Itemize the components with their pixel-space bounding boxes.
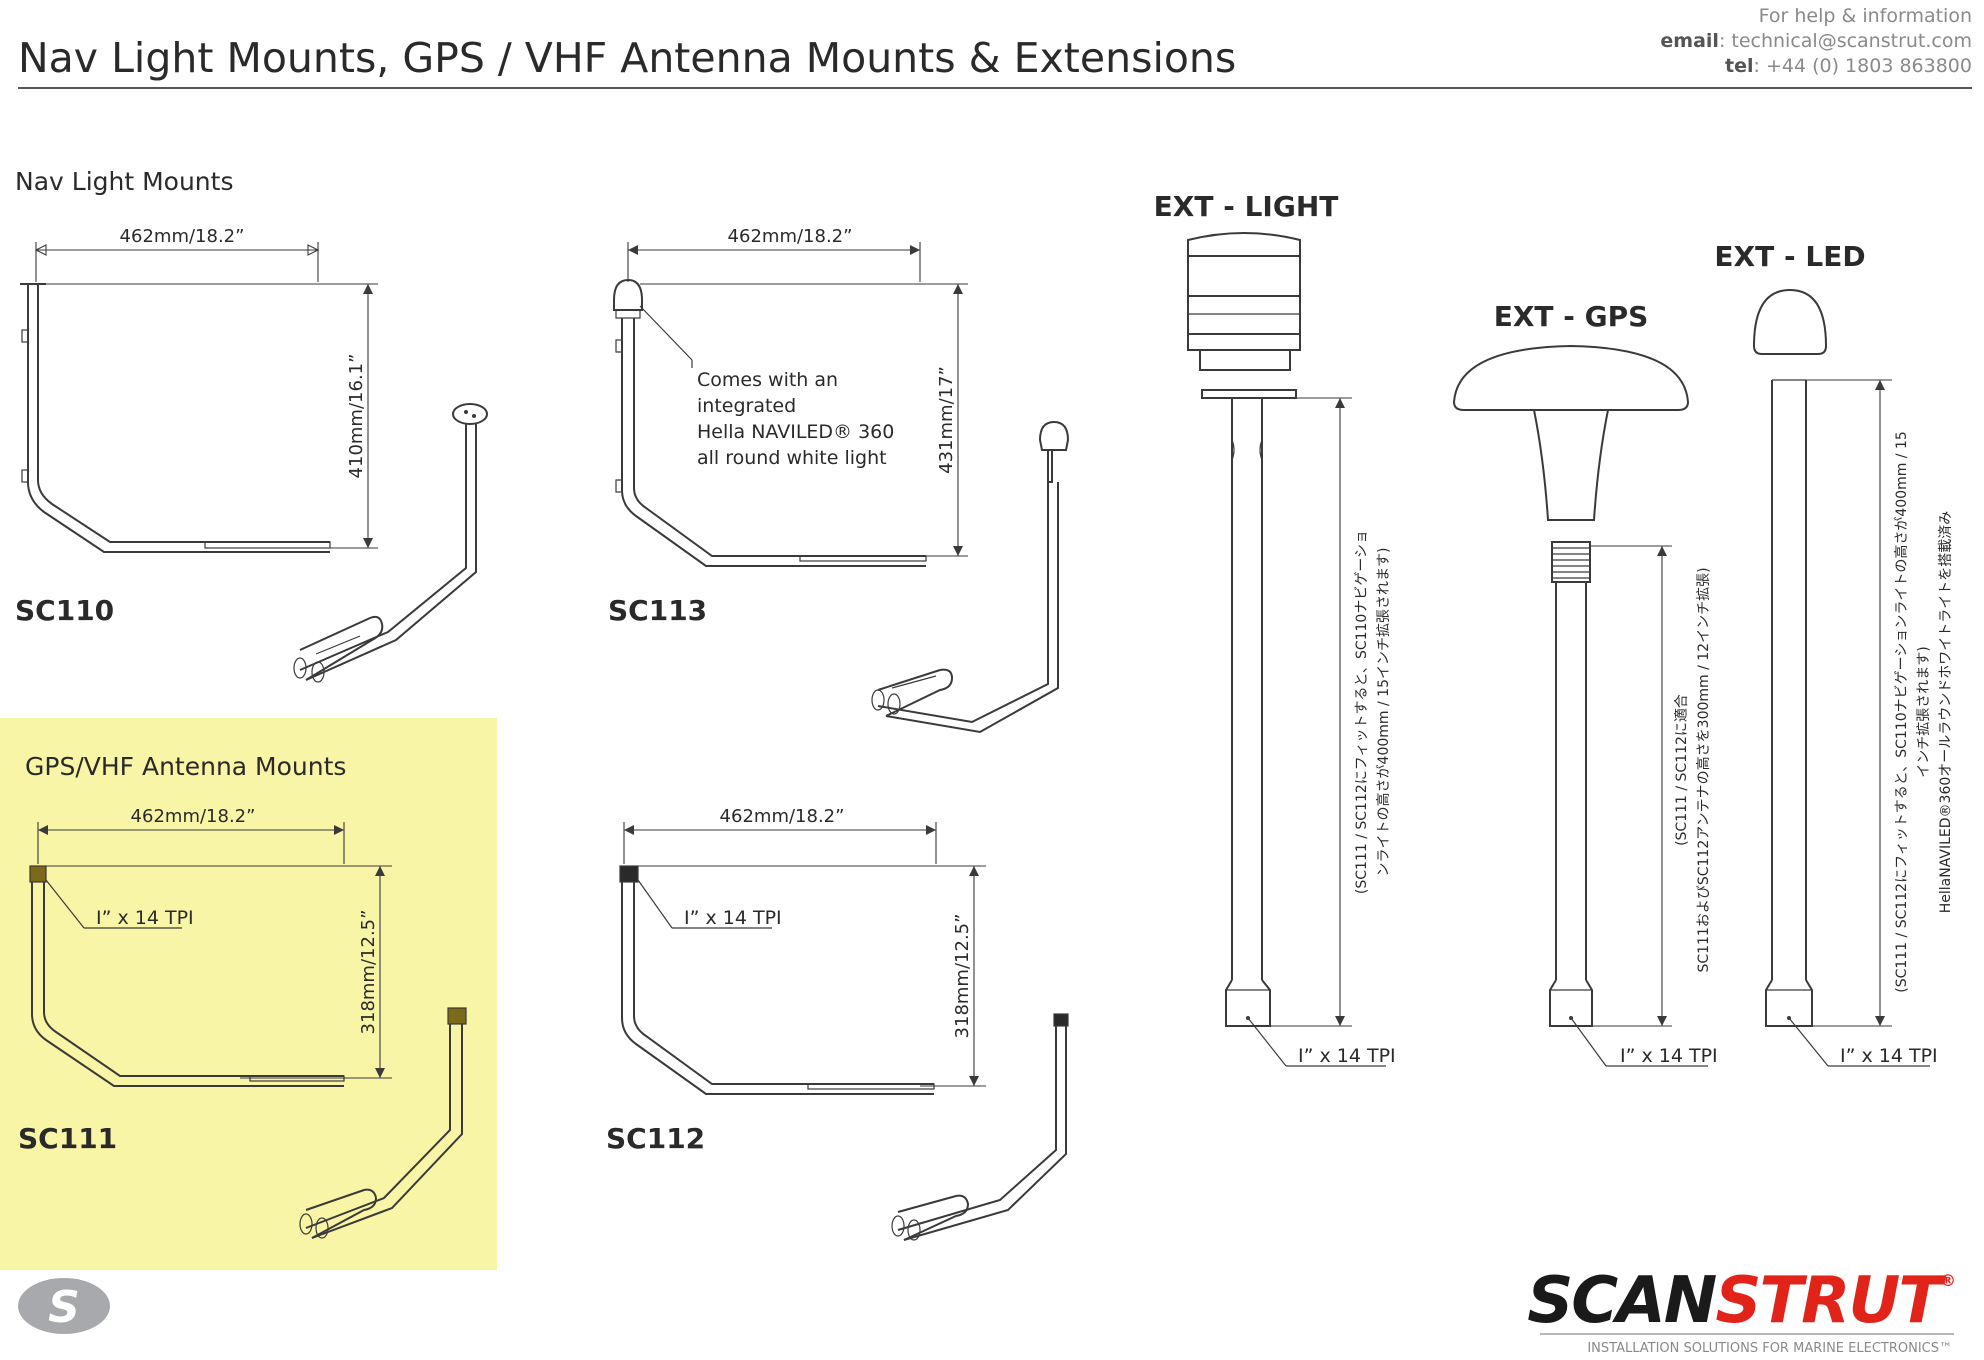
ext-light-jp-line1: (SC111 / SC112にフィットすると、SC110ナビゲーショ (1354, 530, 1370, 894)
ext-gps-jp-line2: SC111およびSC112アンテナの高さを300mm / 12インチ拡張) (1695, 567, 1712, 972)
ext-led-jp-line3: HellaNAVILED®360オールラウンドホワイトライトを搭載済み (1938, 511, 1954, 914)
contact-tel: tel: +44 (0) 1803 863800 (1725, 55, 1972, 77)
sc111-thread: I” x 14 TPI (96, 907, 194, 929)
sc110-height-dim: 410mm/16.1” (346, 354, 367, 479)
ext-gps-jp-line1: (SC111 / SC112に適合 (1673, 694, 1690, 846)
sc110-drawing: 462mm/18.2” 410mm/16.1” SC110 (15, 226, 488, 683)
sc112-height-dim: 318mm/12.5” (952, 914, 973, 1039)
tel-label: tel (1725, 55, 1753, 77)
brand-name-part1: SCAN (1527, 1264, 1717, 1338)
ext-light-title: EXT - LIGHT (1154, 190, 1339, 223)
nav-light-heading: Nav Light Mounts (15, 167, 233, 196)
sc112-drawing: 462mm/18.2” 318mm/12.5” I” x 14 TPI SC11… (606, 806, 1069, 1241)
sc112-thread: I” x 14 TPI (684, 907, 782, 929)
page-title: Nav Light Mounts, GPS / VHF Antenna Moun… (18, 34, 1236, 82)
ext-gps-thread: I” x 14 TPI (1620, 1045, 1718, 1067)
ext-led-jp-line1: (SC111 / SC112にフィットすると、SC110ナビゲーションライトの高… (1893, 431, 1910, 993)
sc110-model: SC110 (15, 594, 114, 627)
sc113-width-dim: 462mm/18.2” (728, 226, 853, 247)
sc112-width-dim: 462mm/18.2” (720, 806, 845, 827)
sc113-callout-line4: all round white light (697, 447, 887, 469)
ext-light-jp-line2: ンライトの高さが400mm / 15インチ拡張されます) (1375, 548, 1392, 877)
ext-gps-title: EXT - GPS (1494, 300, 1649, 333)
ext-led-title: EXT - LED (1714, 240, 1865, 273)
ext-light-drawing: EXT - LIGHT (SC111 / SC112にフィットすると、SC110… (1154, 190, 1396, 1067)
ext-led-thread: I” x 14 TPI (1840, 1045, 1938, 1067)
tel-value: : +44 (0) 1803 863800 (1754, 55, 1972, 77)
brand-name: SCANSTRUT® (1527, 1264, 1954, 1338)
sc113-callout-line2: integrated (697, 395, 796, 417)
email-label: email (1660, 30, 1719, 52)
sc113-drawing: 462mm/18.2” 431mm/17” Comes with an inte… (608, 226, 1070, 734)
brand-registered: ® (1940, 1271, 1954, 1290)
ext-led-drawing: EXT - LED (SC111 / SC112にフィットすると、SC110ナビ… (1714, 240, 1954, 1067)
contact-email: email: technical@scanstrut.com (1660, 30, 1972, 52)
sc110-width-dim: 462mm/18.2” (120, 226, 245, 247)
ext-led-jp-line2: インチ拡張されます) (1916, 646, 1932, 777)
sc111-model: SC111 (18, 1122, 117, 1155)
sc111-height-dim: 318mm/12.5” (358, 910, 379, 1035)
scanstrut-s-logo: S (18, 1278, 110, 1334)
gps-vhf-heading: GPS/VHF Antenna Mounts (25, 752, 346, 781)
sc113-callout-line3: Hella NAVILED® 360 (697, 421, 894, 443)
sc113-height-dim: 431mm/17” (936, 366, 957, 474)
gps-vhf-highlight (0, 718, 497, 1270)
sc112-model: SC112 (606, 1122, 705, 1155)
brand-name-part2: STRUT (1715, 1264, 1946, 1338)
logo-letter: S (48, 1282, 80, 1333)
sc113-model: SC113 (608, 594, 707, 627)
ext-light-thread: I” x 14 TPI (1298, 1045, 1396, 1067)
sc113-callout-line1: Comes with an (697, 369, 838, 391)
brand-tagline: INSTALLATION SOLUTIONS FOR MARINE ELECTR… (1587, 1341, 1952, 1356)
sc111-width-dim: 462mm/18.2” (131, 806, 256, 827)
help-line: For help & information (1759, 5, 1972, 27)
email-value: : technical@scanstrut.com (1719, 30, 1972, 52)
sc111-drawing: 462mm/18.2” 318mm/12.5” I” x 14 TPI SC11… (18, 806, 467, 1239)
ext-gps-drawing: EXT - GPS (SC111 / SC112に適合 SC111およびSC11… (1452, 300, 1718, 1067)
scanstrut-wordmark: SCANSTRUT® INSTALLATION SOLUTIONS FOR MA… (1527, 1264, 1956, 1356)
